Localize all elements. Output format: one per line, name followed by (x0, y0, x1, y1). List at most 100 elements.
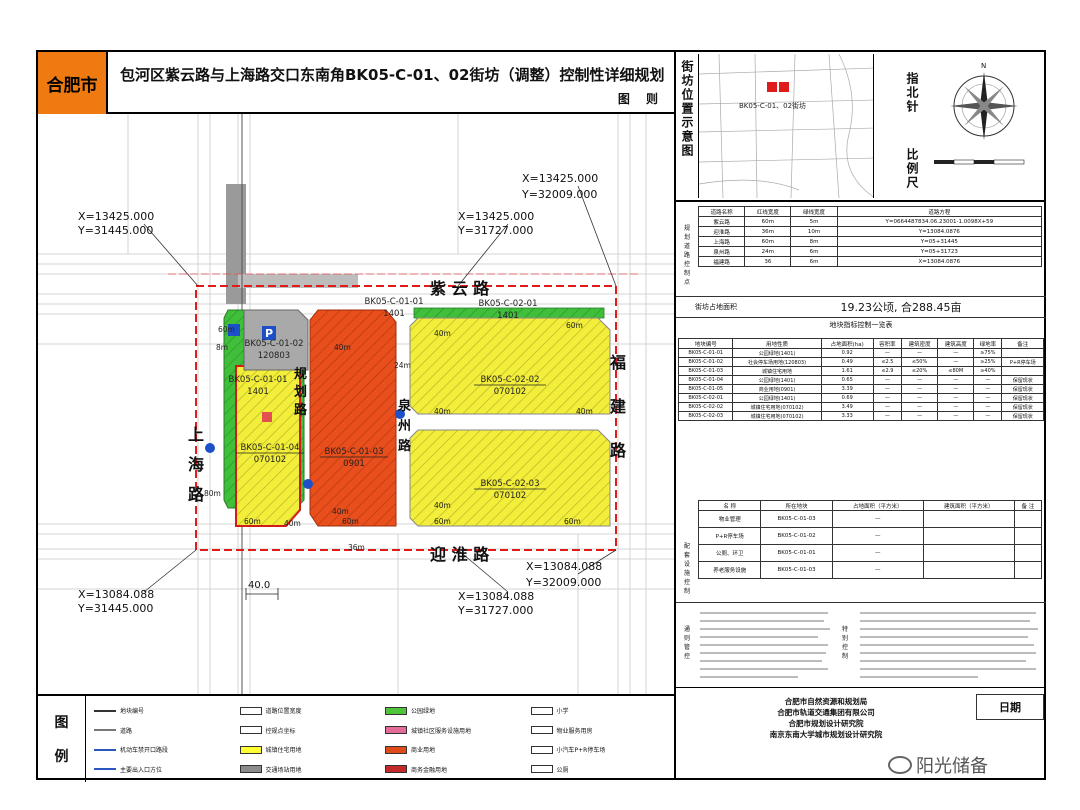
table-cell: — (973, 384, 1003, 394)
legend-item: 公厕 (530, 761, 671, 779)
table-cell: 3.33 (820, 411, 874, 421)
table-cell: 城镇住宅用地(070102) (732, 402, 822, 412)
legend-swatch (239, 726, 262, 735)
legend-label: 物业服务用房 (556, 727, 593, 735)
legend-title-1: 图 (54, 715, 69, 731)
table-cell: 8m (790, 236, 838, 247)
dim-60-e: 60m (218, 325, 235, 334)
special-notes-lines (860, 612, 1038, 678)
special-notes-block (858, 607, 1042, 685)
inner-road-names: 规 划 路 泉 州 路 (294, 367, 412, 454)
coord-bm-y: Y=31727.000 (457, 604, 533, 617)
parcel-bk05-c-01-03-commercial[interactable] (309, 309, 397, 527)
legend-label: 公厕 (556, 766, 569, 774)
table-cell: Y=05+31445 (836, 236, 1043, 247)
table-cell: 24m (744, 246, 792, 257)
table-cell: 保留现状 (1001, 384, 1044, 394)
plan-title: 包河区紫云路与上海路交口东南角BK05-C-01、02街坊（调整）控制性详细规划 (120, 66, 665, 84)
location-label: 街坊位置示意图 (680, 60, 694, 158)
coord-tl-x: X=13425.000 (78, 210, 154, 223)
table-cell: — (901, 384, 939, 394)
road-fujian-2: 建 (610, 397, 626, 416)
parcel-label-p6-code: 1401 (497, 311, 519, 321)
table-cell: 迎淮路 (697, 226, 746, 237)
parcel-label-p5-code: 0901 (343, 459, 365, 469)
north-label: 指北针 (905, 72, 919, 114)
road-table-side-label: 规划道路控制点 (683, 225, 690, 286)
legend-swatch (94, 768, 116, 771)
table-header-cell: 建筑高度 (937, 338, 975, 349)
legend-swatch (385, 745, 407, 754)
org-3: 合肥市规划设计研究院 (788, 719, 864, 728)
table-cell: — (901, 348, 939, 358)
table-cell: — (937, 384, 975, 394)
parcel-label-p6-id: BK05-C-02-01 (479, 299, 538, 309)
table-cell: — (901, 393, 939, 403)
parcel-label-p7-code: 070102 (494, 387, 526, 397)
road-guihua-1: 规 (294, 367, 307, 382)
table-cell: BK05-C-02-02 (677, 402, 734, 412)
table-cell: ≥40% (973, 366, 1003, 376)
table-cell: 泉州路 (697, 246, 746, 257)
legend-label: 公园绿地 (411, 708, 436, 716)
table-cell: ≤2.9 (872, 366, 903, 376)
table-cell: BK05-C-01-02 (677, 357, 734, 367)
table-header-cell: 用地性质 (732, 338, 822, 349)
parcel-label-p5-id: BK05-C-01-03 (325, 447, 384, 457)
location-map-svg: BK05-C-01、02街坊 (699, 54, 873, 198)
legend-label: 小学 (556, 708, 569, 716)
org-4: 南京东南大学城市规划设计研究院 (769, 730, 883, 739)
table-cell: 上海路 (697, 236, 746, 247)
table-cell: — (937, 402, 975, 412)
legend-item: 小汽车P+R停车场 (530, 741, 671, 759)
location-block-marker-1 (767, 82, 777, 92)
legend-title: 图 例 (38, 696, 86, 782)
facility-side-label: 配套设施控制 (683, 543, 690, 595)
coord-bl-x: X=13084.088 (78, 588, 154, 601)
parcel-bk05-c-02-02[interactable] (409, 317, 611, 415)
compass: N (926, 56, 1042, 196)
coord-leaders (143, 185, 617, 593)
parcel-label-p4-code: 1401 (383, 309, 405, 319)
coord-tr-x: X=13425.000 (522, 172, 598, 185)
table-cell (922, 527, 1015, 545)
table-cell: BK05-C-01-05 (677, 384, 734, 394)
table-cell: 保留现状 (1001, 411, 1044, 421)
table-cell: 公厕、环卫 (697, 544, 762, 562)
watermark-text: 阳光储备 (916, 756, 988, 777)
legend-panel: 图 例 地块编号道路位置宽度公园绿地小学道路控规点坐标城镇社区服务设施用地物业服… (38, 694, 674, 782)
special-control-label: 特别控制 (841, 626, 848, 660)
coord-tl-y: Y=31445.000 (77, 224, 153, 237)
land-table-title: 地块指标控制一览表 (829, 321, 893, 329)
location-block-label: BK05-C-01、02街坊 (739, 101, 806, 110)
coord-bm-x: X=13084.088 (458, 590, 534, 603)
left-panel: 合肥市 包河区紫云路与上海路交口东南角BK05-C-01、02街坊（调整）控制性… (38, 52, 676, 782)
road-quanzhou-3: 路 (398, 438, 412, 454)
parcel-bk05-c-02-03[interactable] (409, 429, 611, 527)
table-cell (1013, 544, 1043, 562)
plan-sheet: 合肥市 包河区紫云路与上海路交口东南角BK05-C-01、02街坊（调整）控制性… (36, 50, 1046, 782)
right-panel: 街坊位置示意图 (676, 52, 1046, 780)
wechat-icon (888, 756, 912, 774)
table-cell: P+R停车场 (1001, 357, 1044, 367)
entrance-marker-west (205, 443, 215, 453)
legend-swatch (530, 745, 553, 754)
coord-tr-y: Y=32009.000 (521, 188, 597, 201)
plan-type-label: 图 则 (617, 92, 664, 106)
table-cell (1001, 366, 1044, 376)
legend-item: 物业服务用房 (530, 722, 671, 740)
parking-letter: P (265, 327, 273, 340)
road-guihua-2: 划 (294, 384, 307, 400)
table-cell: BK05-C-01-03 (760, 510, 833, 528)
table-cell: Y=05+31723 (836, 246, 1043, 257)
